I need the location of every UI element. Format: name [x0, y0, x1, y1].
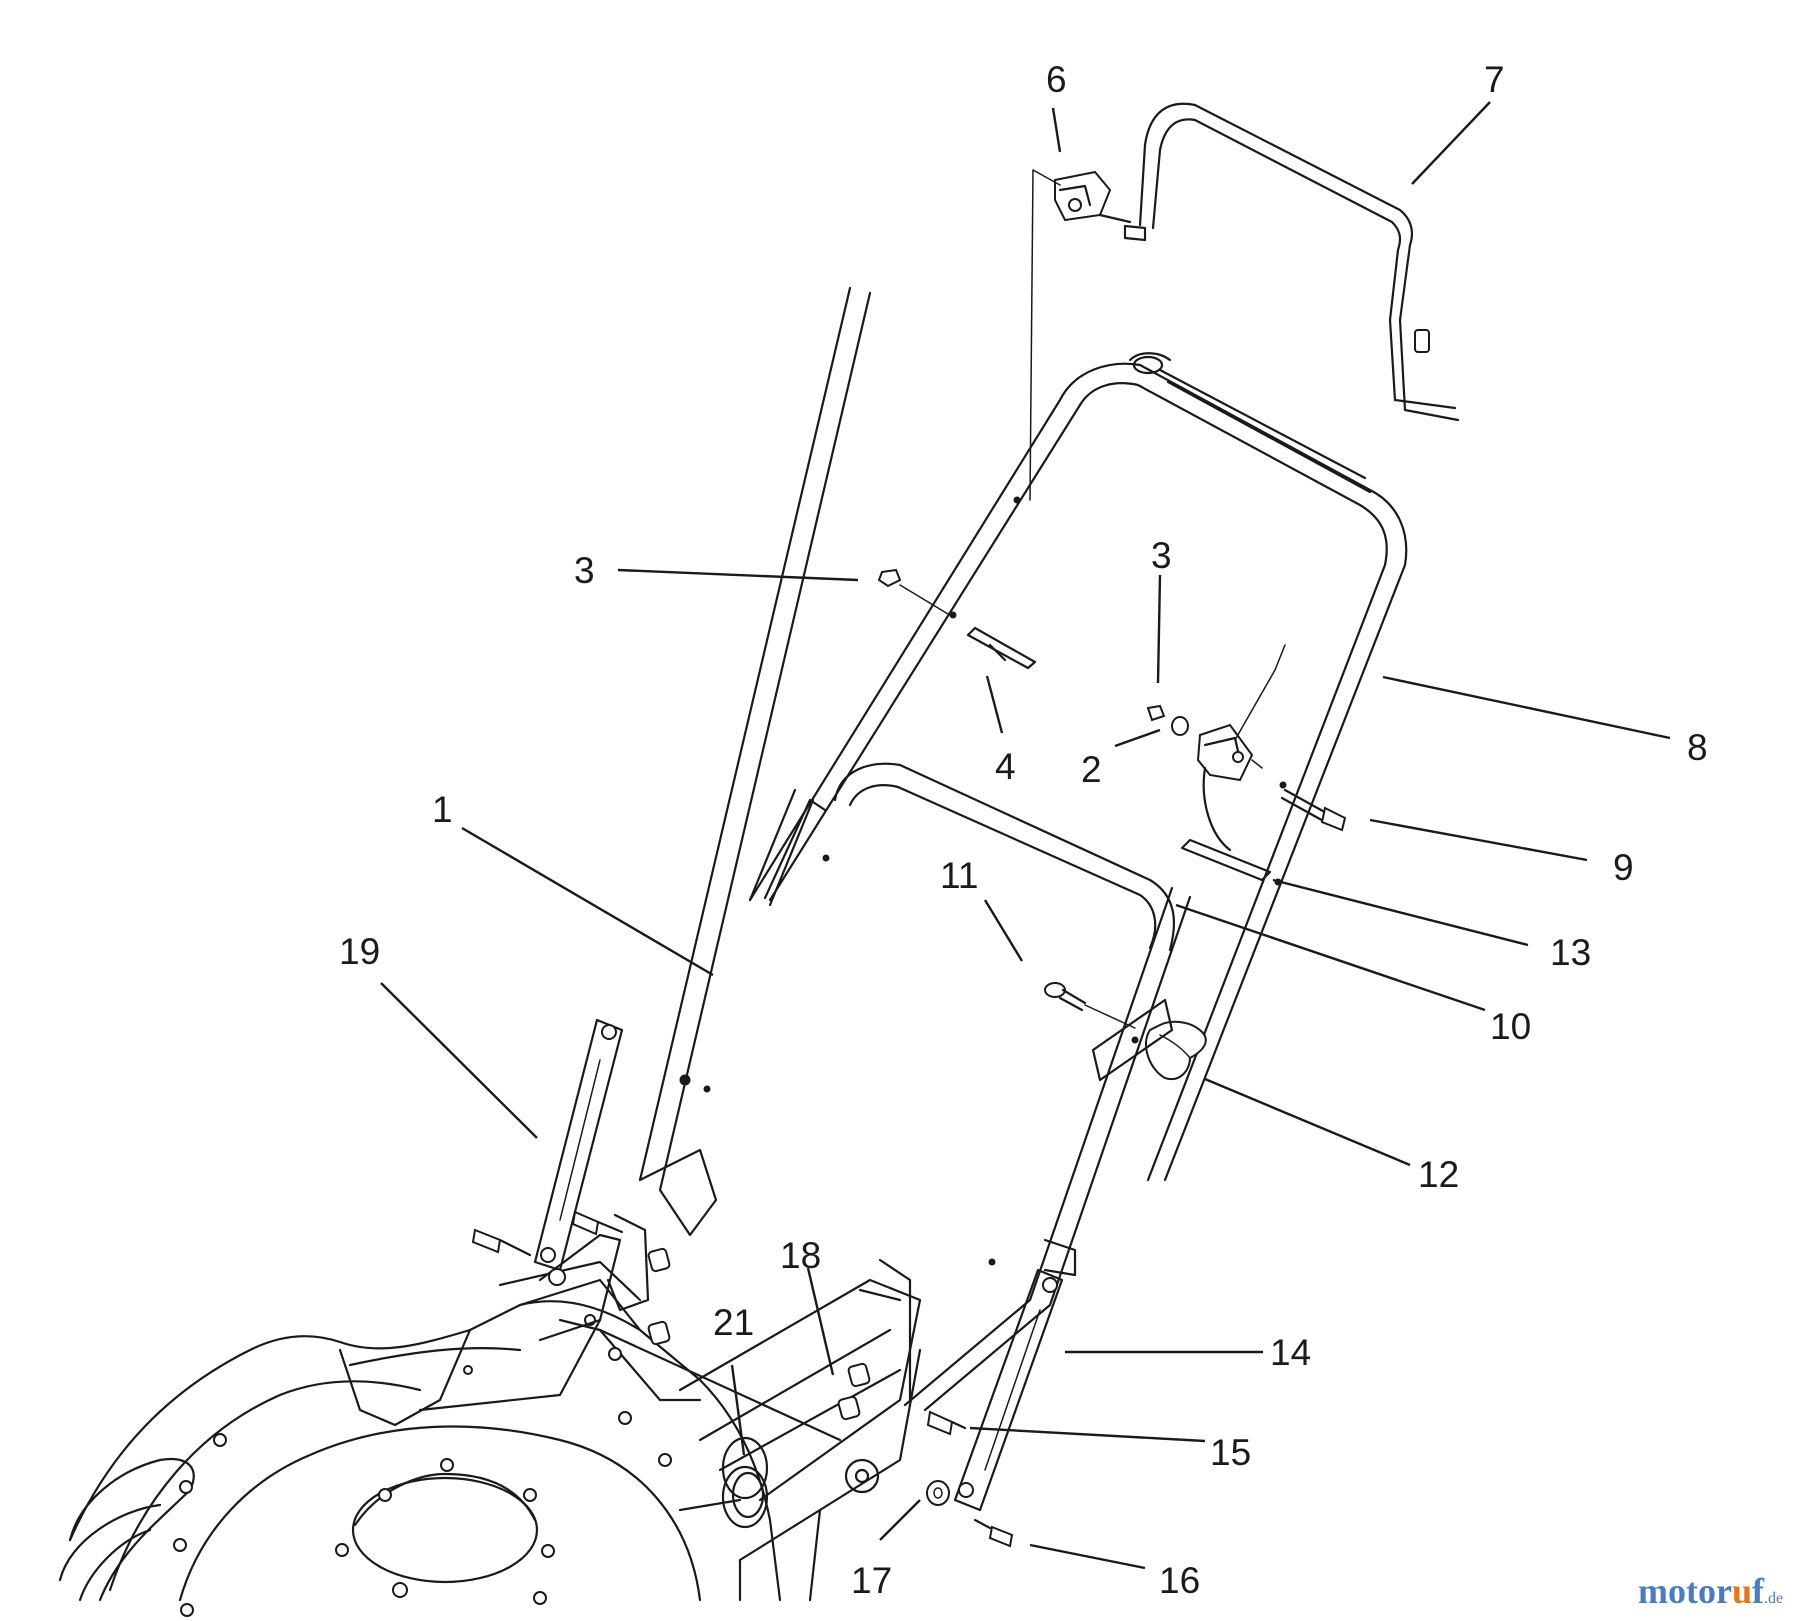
- callout-10: 10: [1490, 1006, 1531, 1047]
- watermark-tail: f: [1752, 1571, 1764, 1611]
- callout-13: 13: [1550, 932, 1591, 973]
- callout-17: 17: [851, 1560, 892, 1601]
- bushing-21: [721, 1465, 769, 1529]
- bolt-15: [926, 1410, 967, 1436]
- callout-15: 15: [1210, 1432, 1251, 1473]
- callout-6: 6: [1046, 59, 1067, 100]
- mower-deck: [58, 1260, 842, 1617]
- callout-1: 1: [432, 789, 453, 830]
- callout-numbers: 1 2 3 3 4 6 7 8 9 10 11 12 13 14 15 16 1…: [339, 59, 1708, 1601]
- switch-assembly: [1146, 644, 1286, 852]
- link-left-19: [533, 1018, 624, 1272]
- upper-handle-8: [748, 352, 1408, 1182]
- switch-bracket-6: [1029, 169, 1132, 501]
- callout-12: 12: [1418, 1154, 1459, 1195]
- knob-12: [1131, 1020, 1207, 1081]
- callout-11: 11: [940, 855, 978, 896]
- lower-handle-1: [638, 286, 1192, 1412]
- left-bolts: [471, 1210, 624, 1286]
- callout-3-left: 3: [574, 550, 595, 591]
- plate-13: [1180, 838, 1282, 886]
- carriage-bolt-11: [1044, 982, 1136, 1029]
- left-bracket: [538, 1213, 871, 1421]
- watermark-tld: .de: [1764, 1590, 1784, 1607]
- nut-3a: [877, 568, 949, 615]
- bolt-16: [973, 1518, 1014, 1548]
- callout-19: 19: [339, 931, 380, 972]
- cable-clip-4: [966, 626, 1037, 670]
- watermark-main: motor: [1638, 1571, 1732, 1611]
- callout-18: 18: [780, 1235, 821, 1276]
- watermark-accent: u: [1731, 1571, 1752, 1611]
- callout-3-right: 3: [1151, 535, 1172, 576]
- callout-4: 4: [995, 746, 1016, 787]
- deck-bolts: [173, 1314, 672, 1617]
- handle-lower-bracket: [1043, 998, 1174, 1277]
- callout-9: 9: [1613, 847, 1634, 888]
- leader-lines: [380, 101, 1671, 1570]
- bolt-9: [1279, 781, 1347, 832]
- callout-7: 7: [1484, 59, 1505, 100]
- callout-2: 2: [1081, 749, 1102, 790]
- washer-17: [926, 1480, 950, 1506]
- link-right-14: [953, 1258, 1064, 1512]
- rear-plate: [678, 1258, 922, 1602]
- watermark-logo: motoruf.de: [1638, 1570, 1783, 1612]
- callout-21: 21: [713, 1302, 754, 1343]
- callout-16: 16: [1159, 1560, 1200, 1601]
- bail-bar-7: [1123, 102, 1460, 422]
- callout-14: 14: [1270, 1332, 1311, 1373]
- callout-8: 8: [1687, 727, 1708, 768]
